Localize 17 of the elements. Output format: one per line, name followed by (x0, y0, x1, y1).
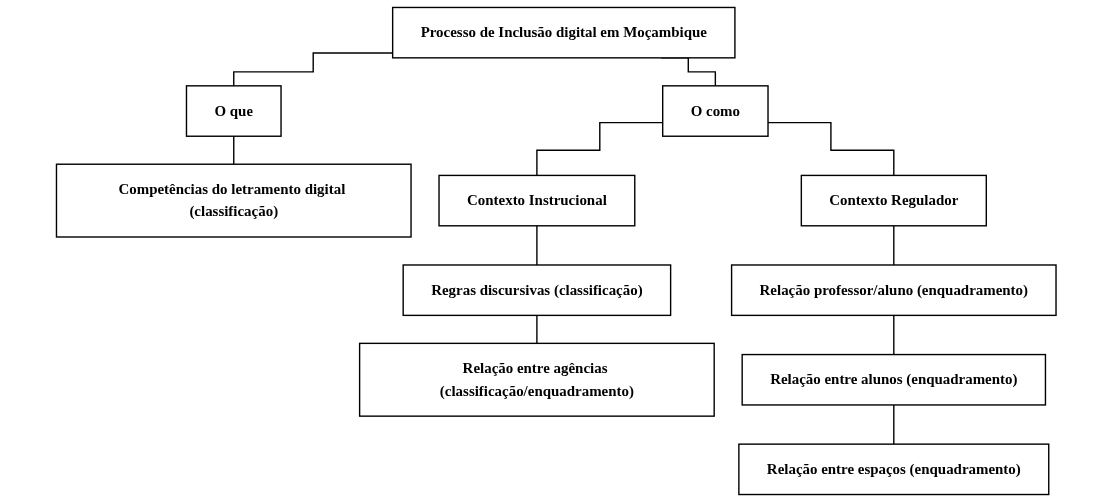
node-box: Processo de Inclusão digital em Moçambique (392, 6, 736, 59)
connector (233, 135, 235, 165)
node-box: Competências do letramento digital (classificação) (56, 163, 412, 238)
node-box: O como (662, 85, 769, 137)
node-box: Relação entre alunos (enquadramento) (741, 353, 1047, 406)
connector (536, 225, 538, 266)
node-box: Relação entre agências (classificação/enquadramento) (359, 342, 716, 417)
connector (893, 225, 895, 266)
node-box: Contexto Regulador (800, 174, 988, 227)
connector (893, 404, 895, 445)
connector (536, 314, 538, 345)
connector (893, 314, 895, 356)
node-box: O que (186, 85, 282, 137)
node-box: Relação entre espaços (enquadramento) (738, 443, 1050, 496)
node-box: Regras discursivas (classificação) (402, 264, 672, 317)
node-box: Relação professor/aluno (enquadramento) (731, 264, 1057, 317)
node-box: Contexto Instrucional (438, 174, 636, 227)
